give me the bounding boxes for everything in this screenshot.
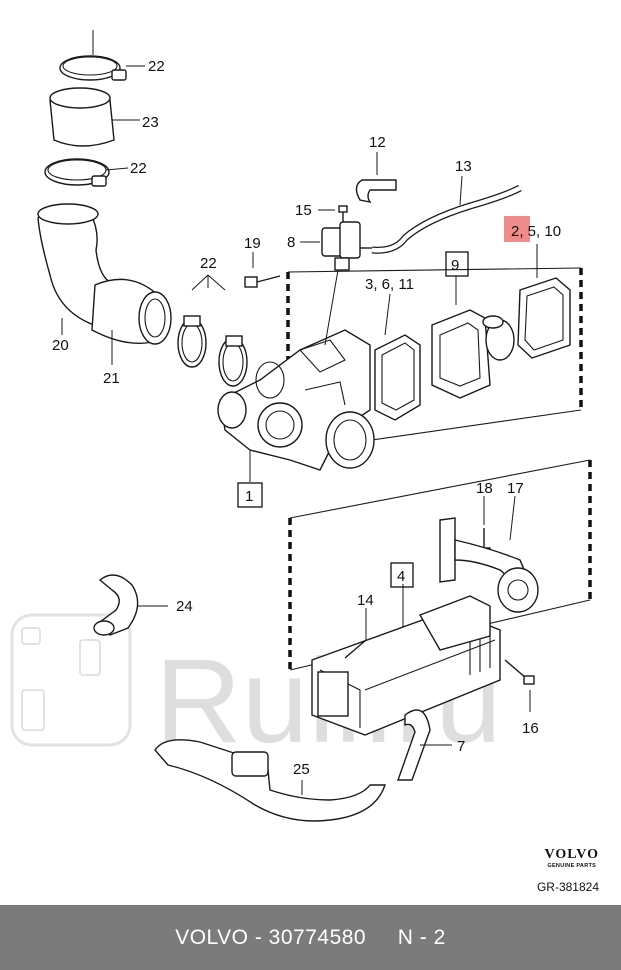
brand-logo-text: VOLVO [544,847,599,862]
bolt-part [244,252,281,288]
callout-19: 19 [244,235,261,252]
gasket-throttle-part [374,293,421,421]
footer-bar: VOLVO - 30774580 N - 2 [0,905,621,970]
callout-24: 24 [176,598,193,615]
boundary-diag-1 [287,267,582,273]
callout-1: 1 [245,488,253,505]
vacuum-hose-part [371,175,522,254]
callout-9: 9 [451,257,459,274]
callout-23: 23 [142,114,159,131]
small-screw-part [318,205,348,222]
volvo-genuine-parts-logo: VOLVO GENUINE PARTS [545,848,600,870]
mounting-stud-part [344,608,367,659]
callout-box-1 [237,482,263,508]
highlight-marker [504,216,530,242]
boundary-diag-3 [289,459,591,519]
gasket-egr-part [517,244,571,359]
callout-16: 16 [522,720,539,737]
small-elbow-hose-part [93,574,168,636]
callout-13: 13 [455,158,472,175]
egr-valve-part [431,276,515,399]
exploded-parts-diagram: Rull.ru [10,30,592,822]
hose-clamp-pair-part [177,274,248,387]
footer-part-number: VOLVO - 30774580 N - 2 [175,925,446,949]
callout-7: 7 [457,738,465,755]
callout-25: 25 [293,761,310,778]
egr-cooler-part [311,584,501,736]
callout-21: 21 [103,370,120,387]
callout-15: 15 [295,202,312,219]
callout-4: 4 [397,568,405,585]
callout-8: 8 [287,234,295,251]
hose-clamp-middle-part [44,158,129,187]
callout-22-top: 22 [148,58,165,75]
coolant-hose-long-part [154,739,386,822]
callout-box-4 [390,562,414,588]
throttle-body-part [217,329,375,482]
brand-sub-text: GENUINE PARTS [547,863,597,869]
cooler-screw-part [504,659,535,712]
callout-2-5-10: 2, 5, 10 [511,223,561,240]
callout-22-middle: 22 [130,160,147,177]
callout-box-9 [445,251,469,277]
intake-pipe-part [91,278,172,365]
solenoid-valve-part [300,221,372,346]
callout-14: 14 [357,592,374,609]
hose-clamp-top-part [59,30,145,81]
callout-12: 12 [369,134,386,151]
callout-20: 20 [52,337,69,354]
callout-17: 17 [507,480,524,497]
coolant-hose-small-part [397,709,452,781]
callout-3-6-11: 3, 6, 11 [365,276,414,293]
small-hose-part [355,152,397,204]
callout-22-pair: 22 [200,255,217,272]
egr-pipe-part [439,495,539,613]
coupling-sleeve-part [49,87,140,147]
callout-18: 18 [476,480,493,497]
figure-code: GR-381824 [536,880,599,894]
